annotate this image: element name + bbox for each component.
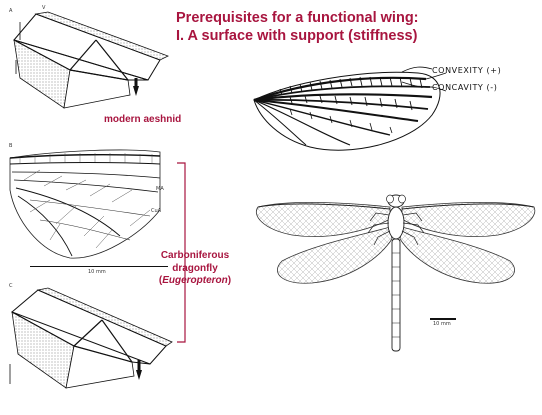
label-concavity: CONCAVITY (-) — [432, 83, 498, 92]
label-carboniferous-line2: dragonfly — [150, 263, 240, 276]
title-line-1: Prerequisites for a functional wing: — [176, 9, 536, 27]
scale-bar-right — [430, 318, 456, 320]
panel-b-wing-venation — [0, 140, 170, 275]
label-convexity: CONVEXITY (+) — [432, 66, 501, 75]
slide-title: Prerequisites for a functional wing: I. … — [176, 9, 536, 45]
vein-label-cua: CuA — [151, 208, 161, 214]
annotation-leader-lines — [400, 60, 440, 100]
label-modern-aeshnid: modern aeshnid — [104, 114, 224, 127]
scale-label-b: 10 mm — [88, 269, 106, 275]
panel-c-wing-model — [0, 280, 180, 410]
label-carboniferous-line1: Carboniferous — [150, 250, 240, 263]
label-genus-close: ) — [228, 275, 231, 286]
scale-bar-b — [30, 266, 168, 267]
title-line-2: I. A surface with support (stiffness) — [176, 27, 536, 45]
vein-label-ma: MA — [156, 186, 164, 192]
label-genus-name: Eugeropteron — [162, 275, 228, 286]
dragonfly-drawing — [252, 185, 538, 360]
panel-a-wing-model — [0, 0, 180, 120]
label-genus: (Eugeropteron) — [150, 275, 240, 288]
scale-label-right: 10 mm — [433, 321, 451, 327]
label-carboniferous-dragonfly: Carboniferous dragonfly (Eugeropteron) — [150, 250, 240, 288]
